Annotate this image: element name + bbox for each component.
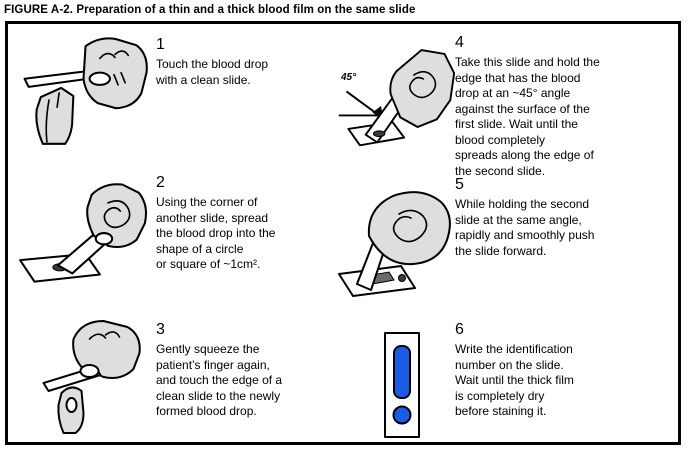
step2-text: Using the corner of another slide, sprea…: [156, 195, 276, 271]
finger-line: [56, 92, 60, 109]
knuckle-line: [98, 52, 116, 60]
step2-number: 2: [156, 174, 165, 191]
step5-text: While holding the second slide at the sa…: [455, 197, 595, 258]
holding-hand-shape: [389, 49, 456, 128]
step1-number: 1: [156, 36, 165, 53]
step2-block: 2 Using the corner of another slide, spr…: [156, 174, 306, 273]
knuckle-line: [104, 331, 121, 338]
finger-line: [45, 99, 50, 143]
step6-illustration: [333, 329, 453, 443]
push-slide-forward-illustration: [338, 191, 451, 297]
step3-block: 3 Gently squeeze the patient’s finger ag…: [156, 321, 312, 420]
patient-hand-shape: [35, 86, 75, 145]
step6-number: 6: [455, 321, 464, 338]
step6-text: Write the identification number on the s…: [455, 342, 574, 418]
touch-slide-edge-illustration: [42, 320, 141, 434]
thumb-tip-shape: [94, 232, 114, 246]
step1-block: 1 Touch the blood drop with a clean slid…: [156, 36, 306, 88]
step4-illustration: 45°: [333, 36, 458, 168]
knuckle-line: [114, 50, 130, 57]
step6-block: 6 Write the identification number on the…: [455, 321, 650, 420]
curled-fingers-line: [392, 209, 428, 243]
knuckle-line: [88, 333, 107, 340]
finger-marks: [113, 71, 126, 86]
step5-number: 5: [455, 176, 464, 193]
holding-hand-shape: [367, 191, 451, 266]
step2-illustration: [14, 166, 152, 294]
thumb-tip-shape: [88, 71, 111, 86]
figure-box: 1 Touch the blood drop with a clean slid…: [5, 21, 681, 445]
step4-block: 4 Take this slide and hold the edge that…: [455, 34, 650, 179]
angle-hypotenuse: [345, 90, 380, 117]
thick-film-shape: [392, 405, 412, 425]
holding-hand-shape: [86, 183, 148, 249]
step4-text: Take this slide and hold the edge that h…: [455, 55, 600, 178]
curled-fingers-line: [103, 200, 131, 229]
step5-block: 5 While holding the second slide at the …: [455, 176, 650, 259]
step1-text: Touch the blood drop with a clean slide.: [156, 57, 269, 87]
angle-degree-label: 45°: [341, 72, 357, 83]
finished-slide-illustration: [384, 332, 420, 438]
spread-blood-drop-illustration: [19, 183, 148, 283]
step3-illustration: [14, 309, 152, 439]
blood-dot-shape: [398, 274, 406, 282]
touch-blood-drop-illustration: [23, 37, 148, 145]
step3-number: 3: [156, 321, 165, 338]
thumb-tip-shape: [79, 364, 100, 378]
step3-text: Gently squeeze the patient’s finger agai…: [156, 342, 283, 418]
curled-fingers-line: [409, 70, 437, 99]
step5-illustration: [333, 174, 463, 306]
step1-illustration: [14, 32, 152, 156]
holding-hand-shape: [82, 37, 148, 110]
fingernail-shape: [65, 397, 78, 413]
figure-title: FIGURE A-2. Preparation of a thin and a …: [4, 4, 416, 16]
holding-hand-shape: [72, 320, 141, 379]
45-degree-angle-illustration: [338, 49, 456, 147]
blood-drop-shape: [372, 130, 386, 138]
step4-number: 4: [455, 34, 464, 51]
thin-film-shape: [393, 345, 411, 399]
